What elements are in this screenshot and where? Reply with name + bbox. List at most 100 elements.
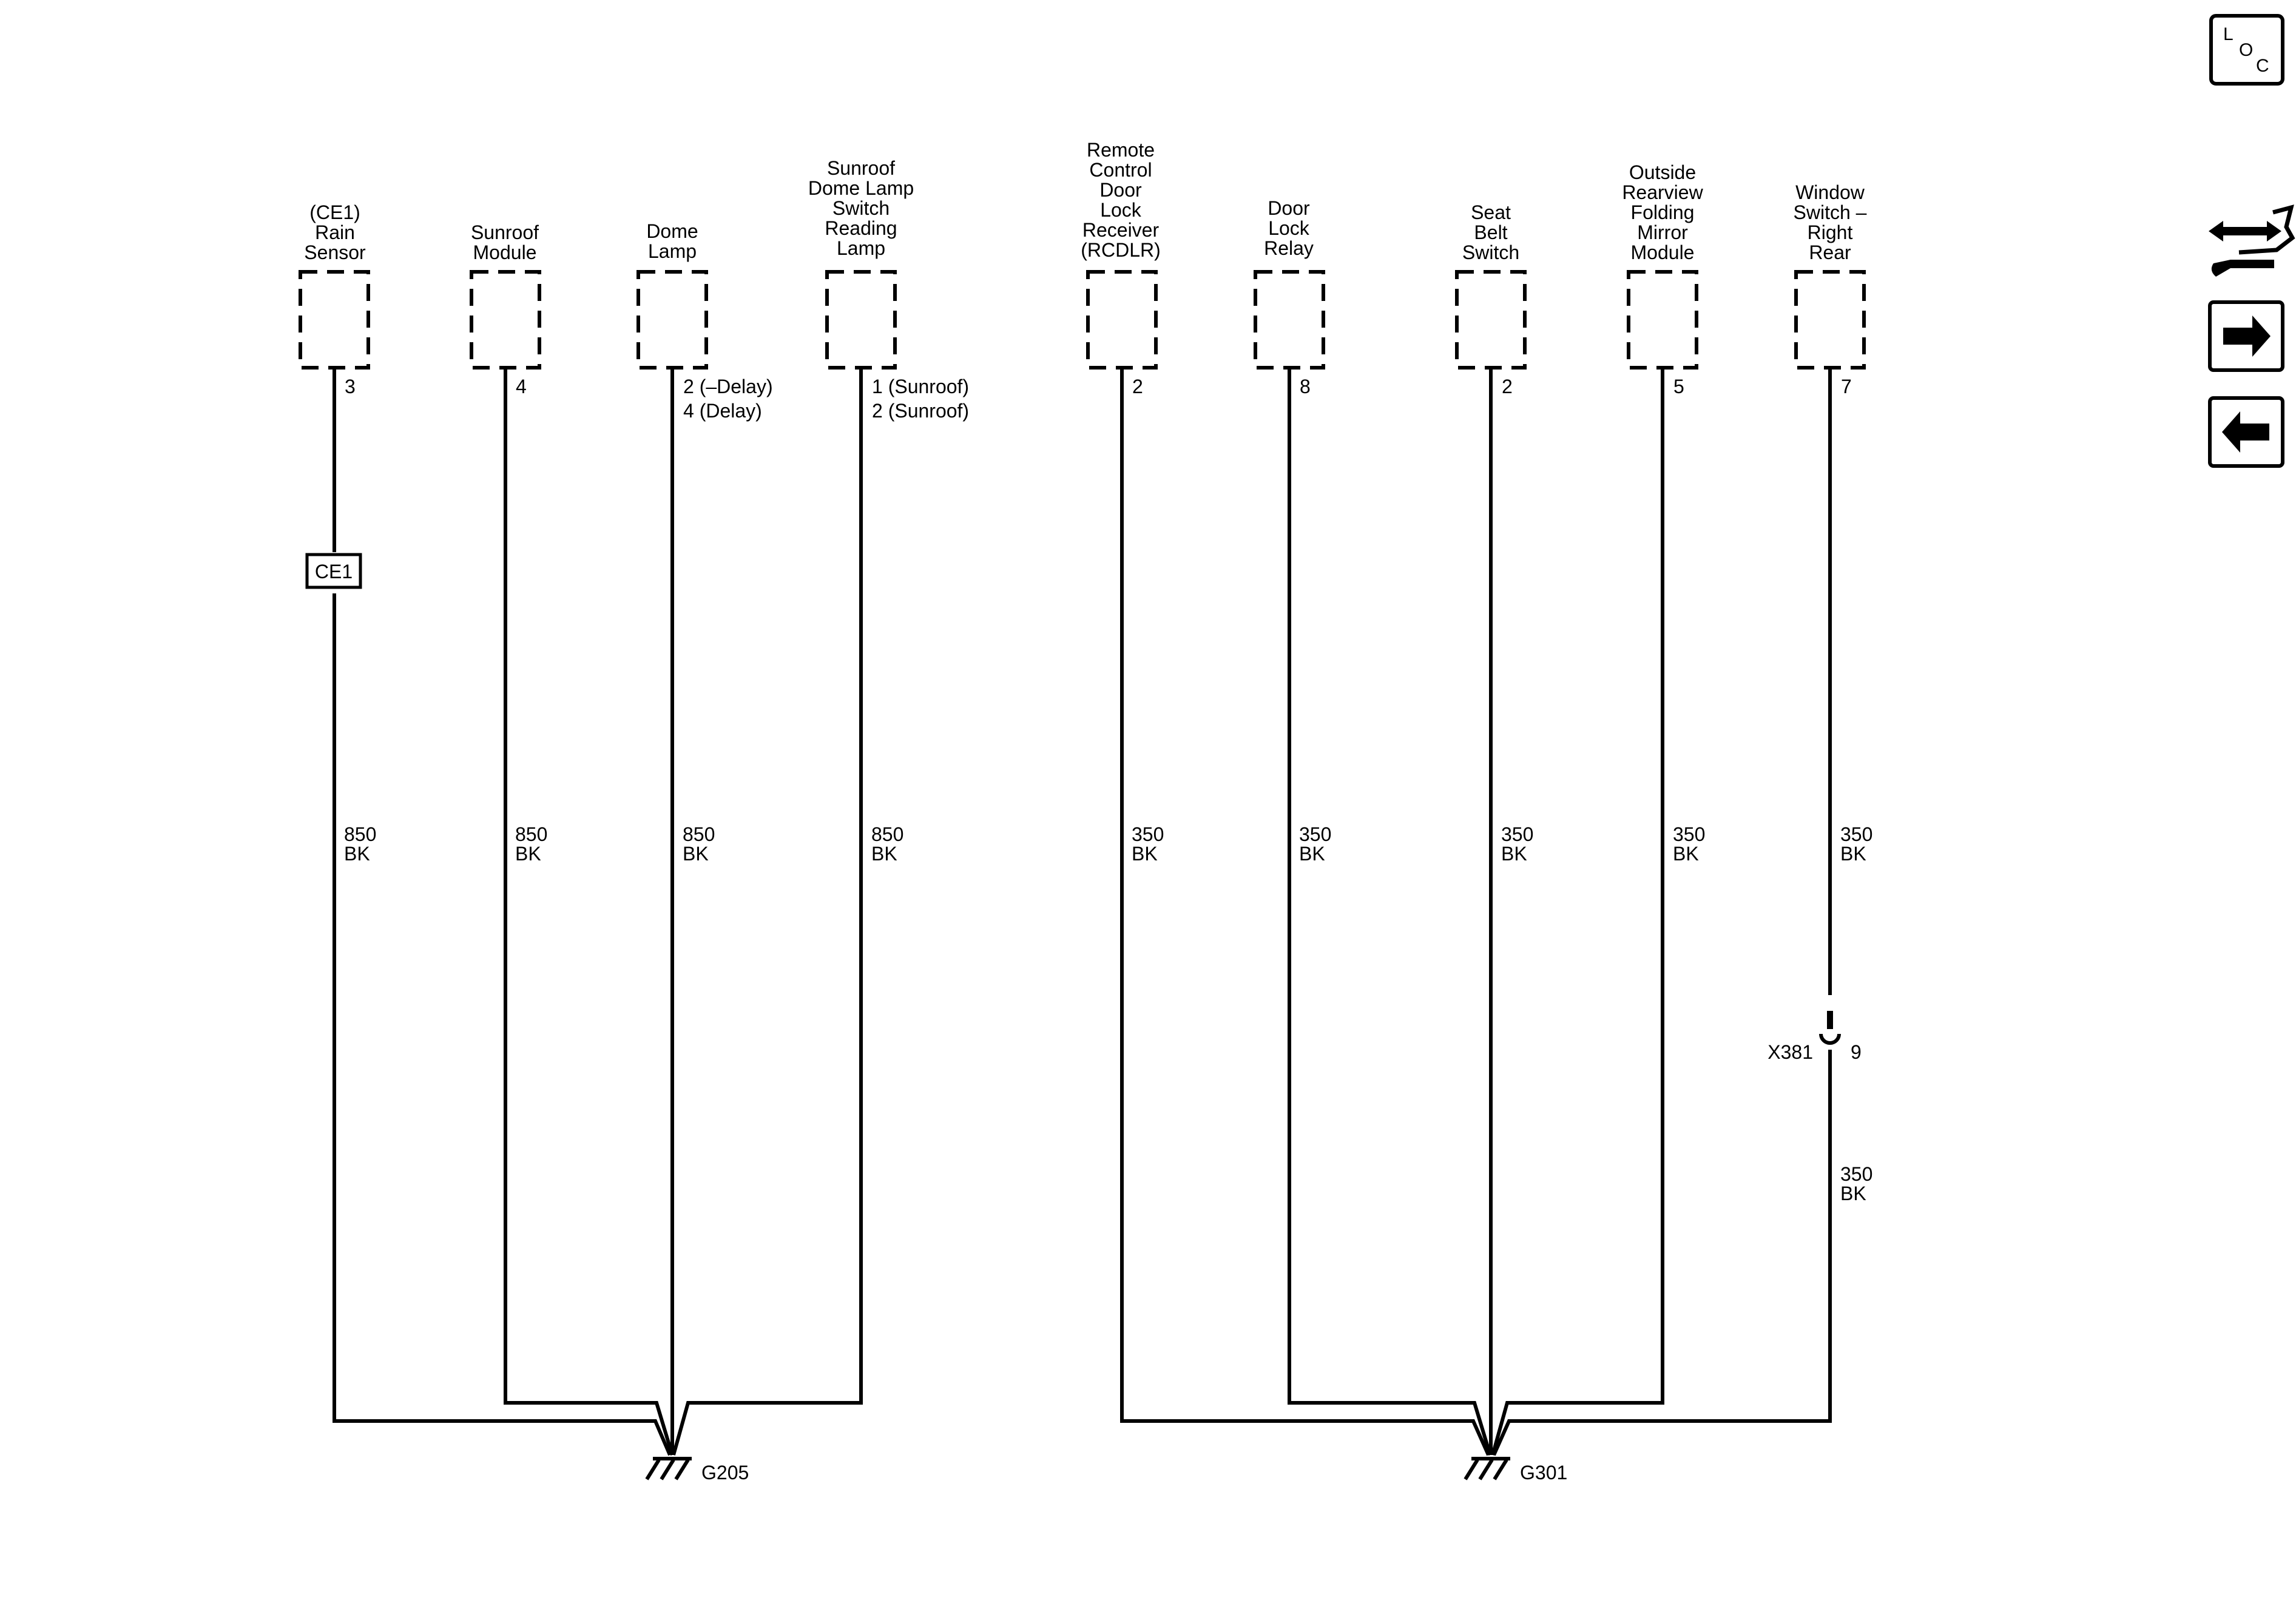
connector-x381: X381 9 [1768,1011,1862,1063]
component-label: Reading [825,217,897,239]
component-door-lock-relay: Door Lock Relay [1264,197,1314,259]
component-label: Door [1099,179,1142,201]
next-page-button[interactable] [2208,300,2284,372]
component-label: Switch – [1794,201,1867,223]
wire-color: BK [1840,843,1866,865]
wire-gauge: 850 [683,823,715,845]
wire [1492,368,1832,1456]
ground-hatch [645,1459,661,1480]
component-boxes [299,270,1866,370]
wire-color: BK [1132,843,1158,865]
component-dome-lamp: Dome Lamp [646,220,698,262]
component-box [299,270,370,370]
pin-number: 5 [1673,376,1684,397]
component-label: Seat [1471,201,1511,223]
pin-number: 2 [1502,376,1513,397]
component-rain-sensor: (CE1) Rain Sensor [304,201,366,263]
ground-hatch [1478,1459,1494,1480]
loc-icon[interactable] [2209,14,2284,86]
wire-color: BK [1299,843,1325,865]
ground-label: G205 [701,1462,749,1484]
component-label: Outside [1629,161,1696,183]
ground-hatch [1493,1459,1508,1480]
component-sunroof-dome-lamp-switch: Sunroof Dome Lamp Switch Reading Lamp [808,157,914,259]
wire [1120,368,1490,1456]
loc-button[interactable]: L O C [2209,14,2284,86]
previous-page-button[interactable] [2208,396,2284,468]
wires [333,368,1832,1456]
component-label: Sensor [304,241,366,263]
component-label: Module [473,241,537,263]
splice-label: CE1 [315,561,353,582]
component-outside-rearview-mirror-module: Outside Rearview Folding Mirror Module [1622,161,1703,263]
wire-color: BK [344,843,370,865]
connector-pin-female [1819,1033,1841,1045]
arrow-right-icon [2223,316,2271,357]
pin-number: 2 (Sunroof) [872,400,969,422]
component-box [1086,270,1158,370]
connector-name: X381 [1768,1041,1813,1063]
wire [504,368,674,1456]
component-box [1794,270,1866,370]
component-label: Switch [1462,241,1519,263]
component-label: Folding [1631,201,1695,223]
component-label: (CE1) [309,201,360,223]
wire-color: BK [683,843,709,865]
pin-number: 4 [516,376,527,397]
wire-gauge: 350 [1299,823,1331,845]
pin-number: 2 (–Delay) [683,376,773,397]
wire-color: BK [1673,843,1699,865]
component-label: Rearview [1622,181,1703,203]
component-label: Control [1089,159,1152,181]
component-label: Sunroof [471,221,539,243]
ground-g205: G205 [645,1457,749,1484]
wire-color: BK [515,843,541,865]
wire-gauge: 350 [1840,823,1872,845]
component-label: Rain [315,221,355,243]
wire-color: BK [871,843,897,865]
component-label: Module [1631,241,1695,263]
wire [333,368,672,1456]
pin-number: 1 (Sunroof) [872,376,969,397]
wire-gauge: 350 [1132,823,1164,845]
component-label: Lock [1100,199,1142,221]
wire [1491,368,1664,1456]
component-label: Lock [1268,217,1310,239]
loc-letter: C [2256,56,2269,76]
component-window-switch-right-rear: Window Switch – Right Rear [1794,181,1867,263]
component-box [825,270,897,370]
loc-letter: O [2239,40,2253,60]
component-box [1455,270,1527,370]
wire [1288,368,1492,1456]
pin-number: 4 (Delay) [683,400,762,422]
component-label: Belt [1474,221,1507,243]
wire-gauge: 850 [515,823,547,845]
component-label: Relay [1264,237,1314,259]
wire-color: BK [1840,1183,1866,1204]
pin-number: 7 [1841,376,1852,397]
loc-letter: L [2223,24,2234,44]
arrow-left-icon [2222,411,2269,453]
wire-gauge: 850 [344,823,376,845]
component-label: Window [1795,181,1865,203]
component-label: Door [1268,197,1310,219]
tools-wrench [2211,260,2274,277]
component-label: Right [1808,221,1853,243]
wire-labels: 850 BK 850 BK 850 BK 850 BK 350 BK 350 B… [344,823,1872,1204]
component-label: Mirror [1637,221,1688,243]
component-box [470,270,541,370]
pin-number: 3 [345,376,356,397]
tools-icon[interactable] [2209,204,2295,277]
pin-number: 2 [1132,376,1143,397]
pin-number: 8 [1300,376,1311,397]
wire-gauge: 350 [1673,823,1705,845]
component-seat-belt-switch: Seat Belt Switch [1462,201,1519,263]
wire-gauge: 350 [1501,823,1533,845]
component-box [1254,270,1325,370]
splice-pack-ce1: CE1 [305,553,362,589]
ground-hatch [1464,1459,1479,1480]
wire [672,368,863,1456]
wire-color: BK [1501,843,1527,865]
component-label: Dome Lamp [808,177,914,199]
